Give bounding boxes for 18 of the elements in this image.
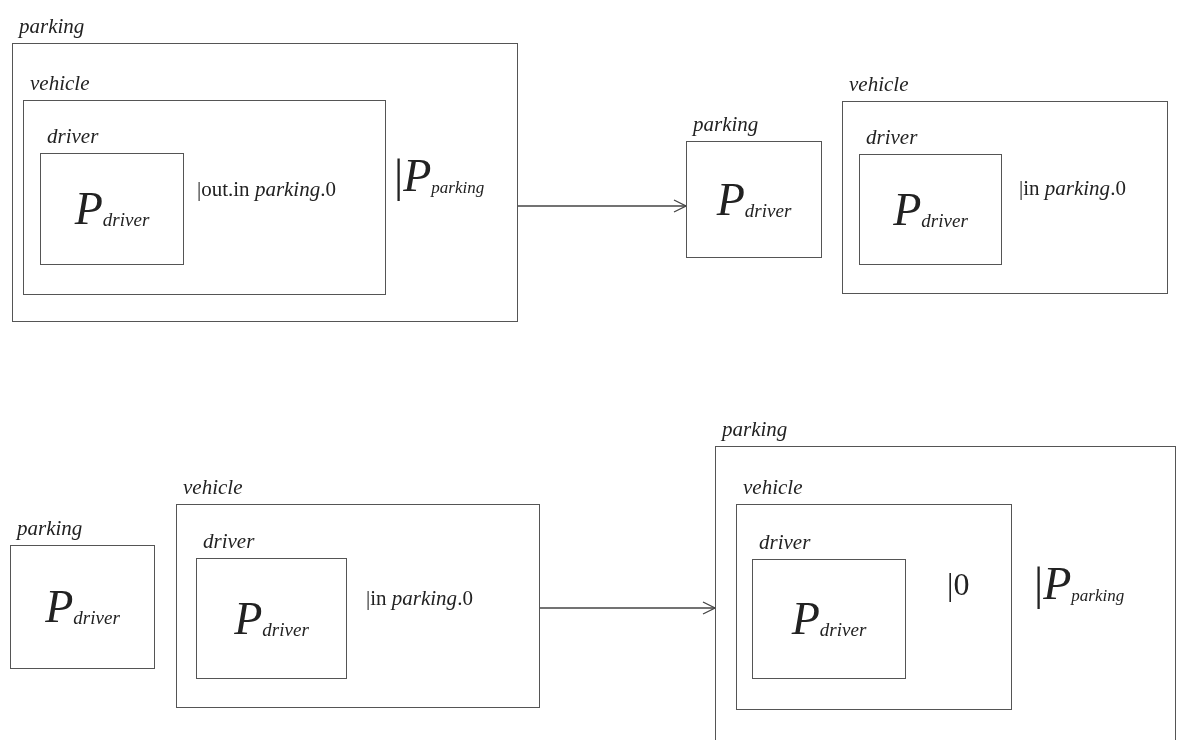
ambient-name: parking xyxy=(722,417,788,443)
process-term: |in parking.0 xyxy=(366,587,473,611)
process-term: |0 xyxy=(947,567,970,603)
reduction-arrow xyxy=(539,601,716,615)
process-term: |in parking.0 xyxy=(1019,177,1126,201)
ambient-name: driver xyxy=(47,124,99,150)
ambient-name: parking xyxy=(693,112,759,138)
ambient-name: vehicle xyxy=(183,475,243,501)
ambient-name: driver xyxy=(866,125,918,151)
ambient-name: driver xyxy=(203,529,255,555)
ambient-name: vehicle xyxy=(849,72,909,98)
reduction-arrow xyxy=(517,199,687,213)
process-term: |out.in parking.0 xyxy=(197,178,336,202)
ambient-name: driver xyxy=(759,530,811,556)
ambient-name: parking xyxy=(19,14,85,40)
ambient-name: vehicle xyxy=(30,71,90,97)
ambient-name: vehicle xyxy=(743,475,803,501)
ambient-name: parking xyxy=(17,516,83,542)
